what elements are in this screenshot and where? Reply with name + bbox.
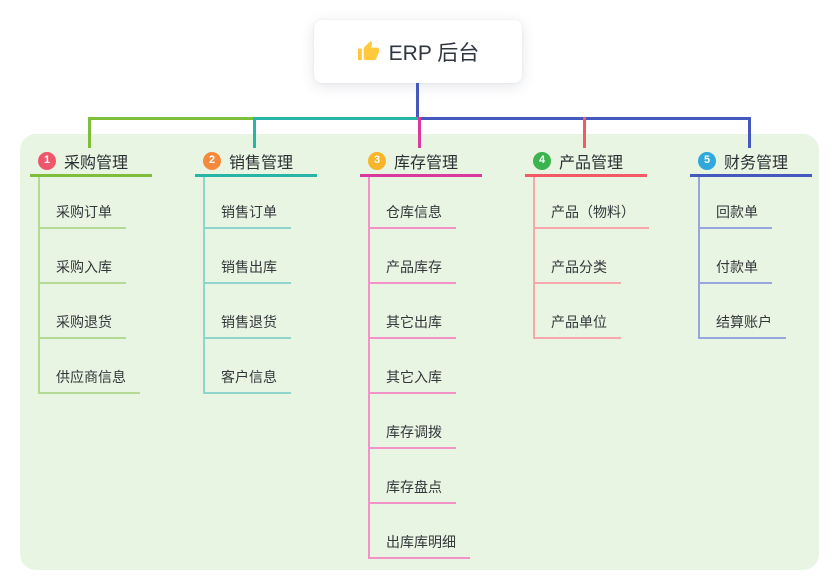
branches-panel [20, 134, 819, 570]
sub-item-label: 回款单 [716, 204, 758, 220]
branch-5-item-1[interactable]: 回款单 [698, 197, 772, 229]
sub-item-label: 付款单 [716, 259, 758, 275]
branch-2-spine-line [203, 177, 205, 394]
branch-1-item-1[interactable]: 采购订单 [38, 197, 126, 229]
branch-5-item-2[interactable]: 付款单 [698, 252, 772, 284]
sub-item-label: 客户信息 [221, 369, 277, 385]
branch-3-spine-line [368, 177, 370, 559]
sub-item-label: 采购入库 [56, 259, 112, 275]
branch-bar-segment-1 [88, 117, 253, 120]
branch-1-spine-line [38, 177, 40, 394]
branch-1-item-3[interactable]: 采购退货 [38, 307, 126, 339]
branch-4-item-2[interactable]: 产品分类 [533, 252, 621, 284]
branch-3-item-4[interactable]: 其它入库 [368, 362, 456, 394]
branch-2-drop-line [253, 117, 256, 148]
branch-2-title[interactable]: 2 销售管理 [195, 147, 317, 177]
sub-item-label: 产品分类 [551, 259, 607, 275]
branch-2-item-3[interactable]: 销售退货 [203, 307, 291, 339]
branch-3-item-3[interactable]: 其它出库 [368, 307, 456, 339]
branch-title-label: 销售管理 [229, 154, 294, 172]
branch-title-label: 产品管理 [559, 154, 624, 172]
branch-3-item-6[interactable]: 库存盘点 [368, 472, 456, 504]
branch-3-item-7[interactable]: 出库库明细 [368, 527, 470, 559]
branch-1-number-badge: 1 [38, 151, 56, 170]
branch-4-spine-line [533, 177, 535, 339]
sub-item-label: 产品单位 [551, 314, 607, 330]
branch-5-spine-line [698, 177, 700, 339]
branch-3-drop-line [418, 117, 421, 148]
root-node[interactable]: ERP 后台 [314, 20, 522, 83]
sub-item-label: 产品库存 [386, 259, 442, 275]
branch-3-title[interactable]: 3 库存管理 [360, 147, 482, 177]
branch-bar-segment-2 [253, 117, 418, 120]
sub-item-label: 出库库明细 [386, 534, 456, 550]
branch-2-number-badge: 2 [203, 151, 221, 170]
branch-2-item-2[interactable]: 销售出库 [203, 252, 291, 284]
branch-5-number-badge: 5 [698, 151, 716, 170]
sub-item-label: 其它入库 [386, 369, 442, 385]
branch-4-title[interactable]: 4 产品管理 [525, 147, 647, 177]
branch-1-title[interactable]: 1 采购管理 [30, 147, 152, 177]
branch-3-item-5[interactable]: 库存调拨 [368, 417, 456, 449]
sub-item-label: 采购退货 [56, 314, 112, 330]
branch-4-drop-line [583, 117, 586, 148]
sub-item-label: 结算账户 [716, 314, 772, 330]
root-title: ERP 后台 [388, 41, 480, 65]
root-connector-line [416, 83, 419, 120]
branch-4-item-3[interactable]: 产品单位 [533, 307, 621, 339]
sub-item-label: 销售出库 [221, 259, 277, 275]
branch-5-drop-line [748, 117, 751, 148]
sub-item-label: 采购订单 [56, 204, 112, 220]
branch-4-item-1[interactable]: 产品（物料） [533, 197, 649, 229]
branch-5-item-3[interactable]: 结算账户 [698, 307, 786, 339]
sub-item-label: 产品（物料） [551, 204, 635, 220]
branch-1-item-2[interactable]: 采购入库 [38, 252, 126, 284]
branch-3-number-badge: 3 [368, 151, 386, 170]
branch-4-number-badge: 4 [533, 151, 551, 170]
sub-item-label: 其它出库 [386, 314, 442, 330]
sub-item-label: 供应商信息 [56, 369, 126, 385]
sub-item-label: 仓库信息 [386, 204, 442, 220]
branch-title-label: 采购管理 [64, 154, 129, 172]
branch-2-item-4[interactable]: 客户信息 [203, 362, 291, 394]
branch-3-item-2[interactable]: 产品库存 [368, 252, 456, 284]
sub-item-label: 库存盘点 [386, 479, 442, 495]
branch-2-item-1[interactable]: 销售订单 [203, 197, 291, 229]
thumbs-up-icon [357, 40, 380, 63]
branch-5-title[interactable]: 5 财务管理 [690, 147, 812, 177]
branch-title-label: 财务管理 [724, 154, 789, 172]
sub-item-label: 销售退货 [221, 314, 277, 330]
branch-1-drop-line [88, 117, 91, 148]
branch-3-item-1[interactable]: 仓库信息 [368, 197, 456, 229]
branch-1-item-4[interactable]: 供应商信息 [38, 362, 140, 394]
branch-title-label: 库存管理 [394, 154, 459, 172]
sub-item-label: 库存调拨 [386, 424, 442, 440]
sub-item-label: 销售订单 [221, 204, 277, 220]
